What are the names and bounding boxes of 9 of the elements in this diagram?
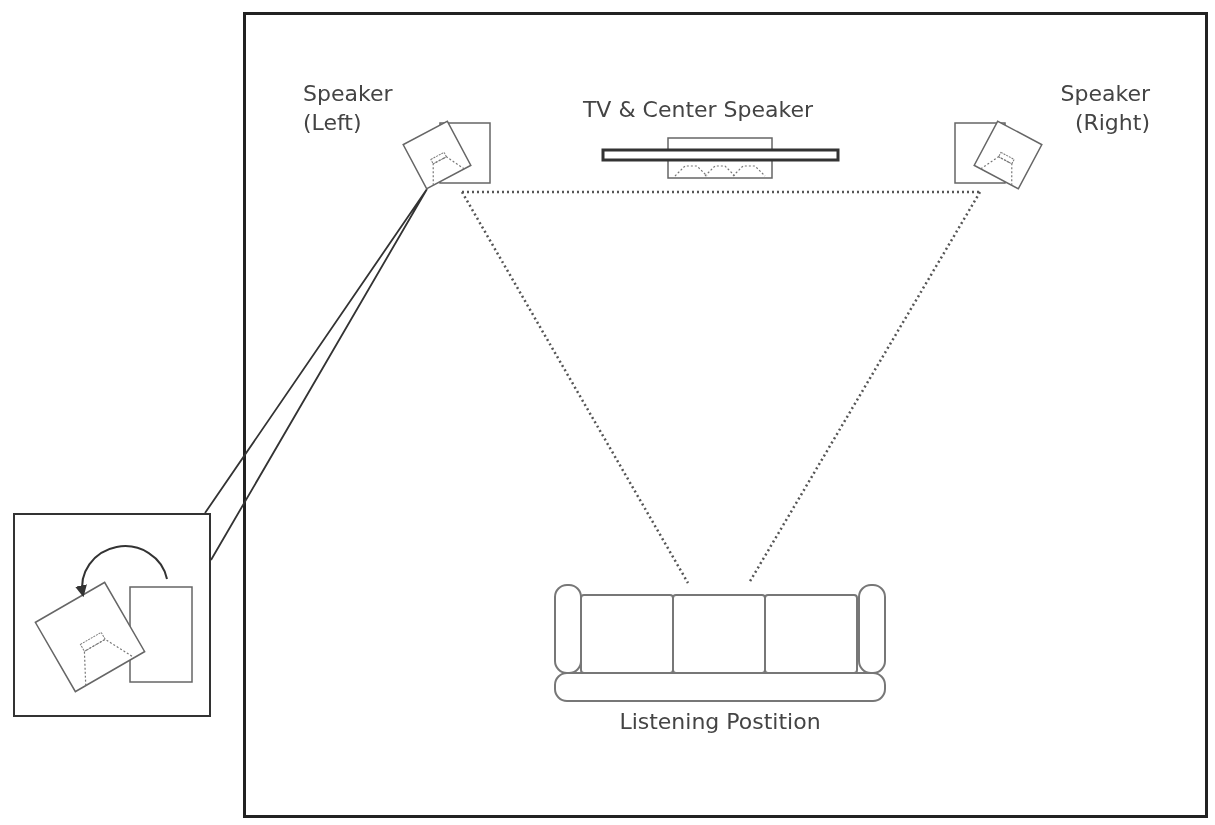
dotted-line <box>460 191 690 584</box>
node-label: TV & Center Speaker <box>581 96 815 124</box>
callout-line <box>204 188 428 561</box>
node-label: Speaker (Right) <box>1059 80 1150 137</box>
node-label: Speaker (Left) <box>303 80 394 137</box>
dotted-line <box>462 190 980 194</box>
dotted-line <box>747 191 982 584</box>
node-label: Listening Postition <box>618 708 822 736</box>
inset-panel <box>13 513 211 717</box>
